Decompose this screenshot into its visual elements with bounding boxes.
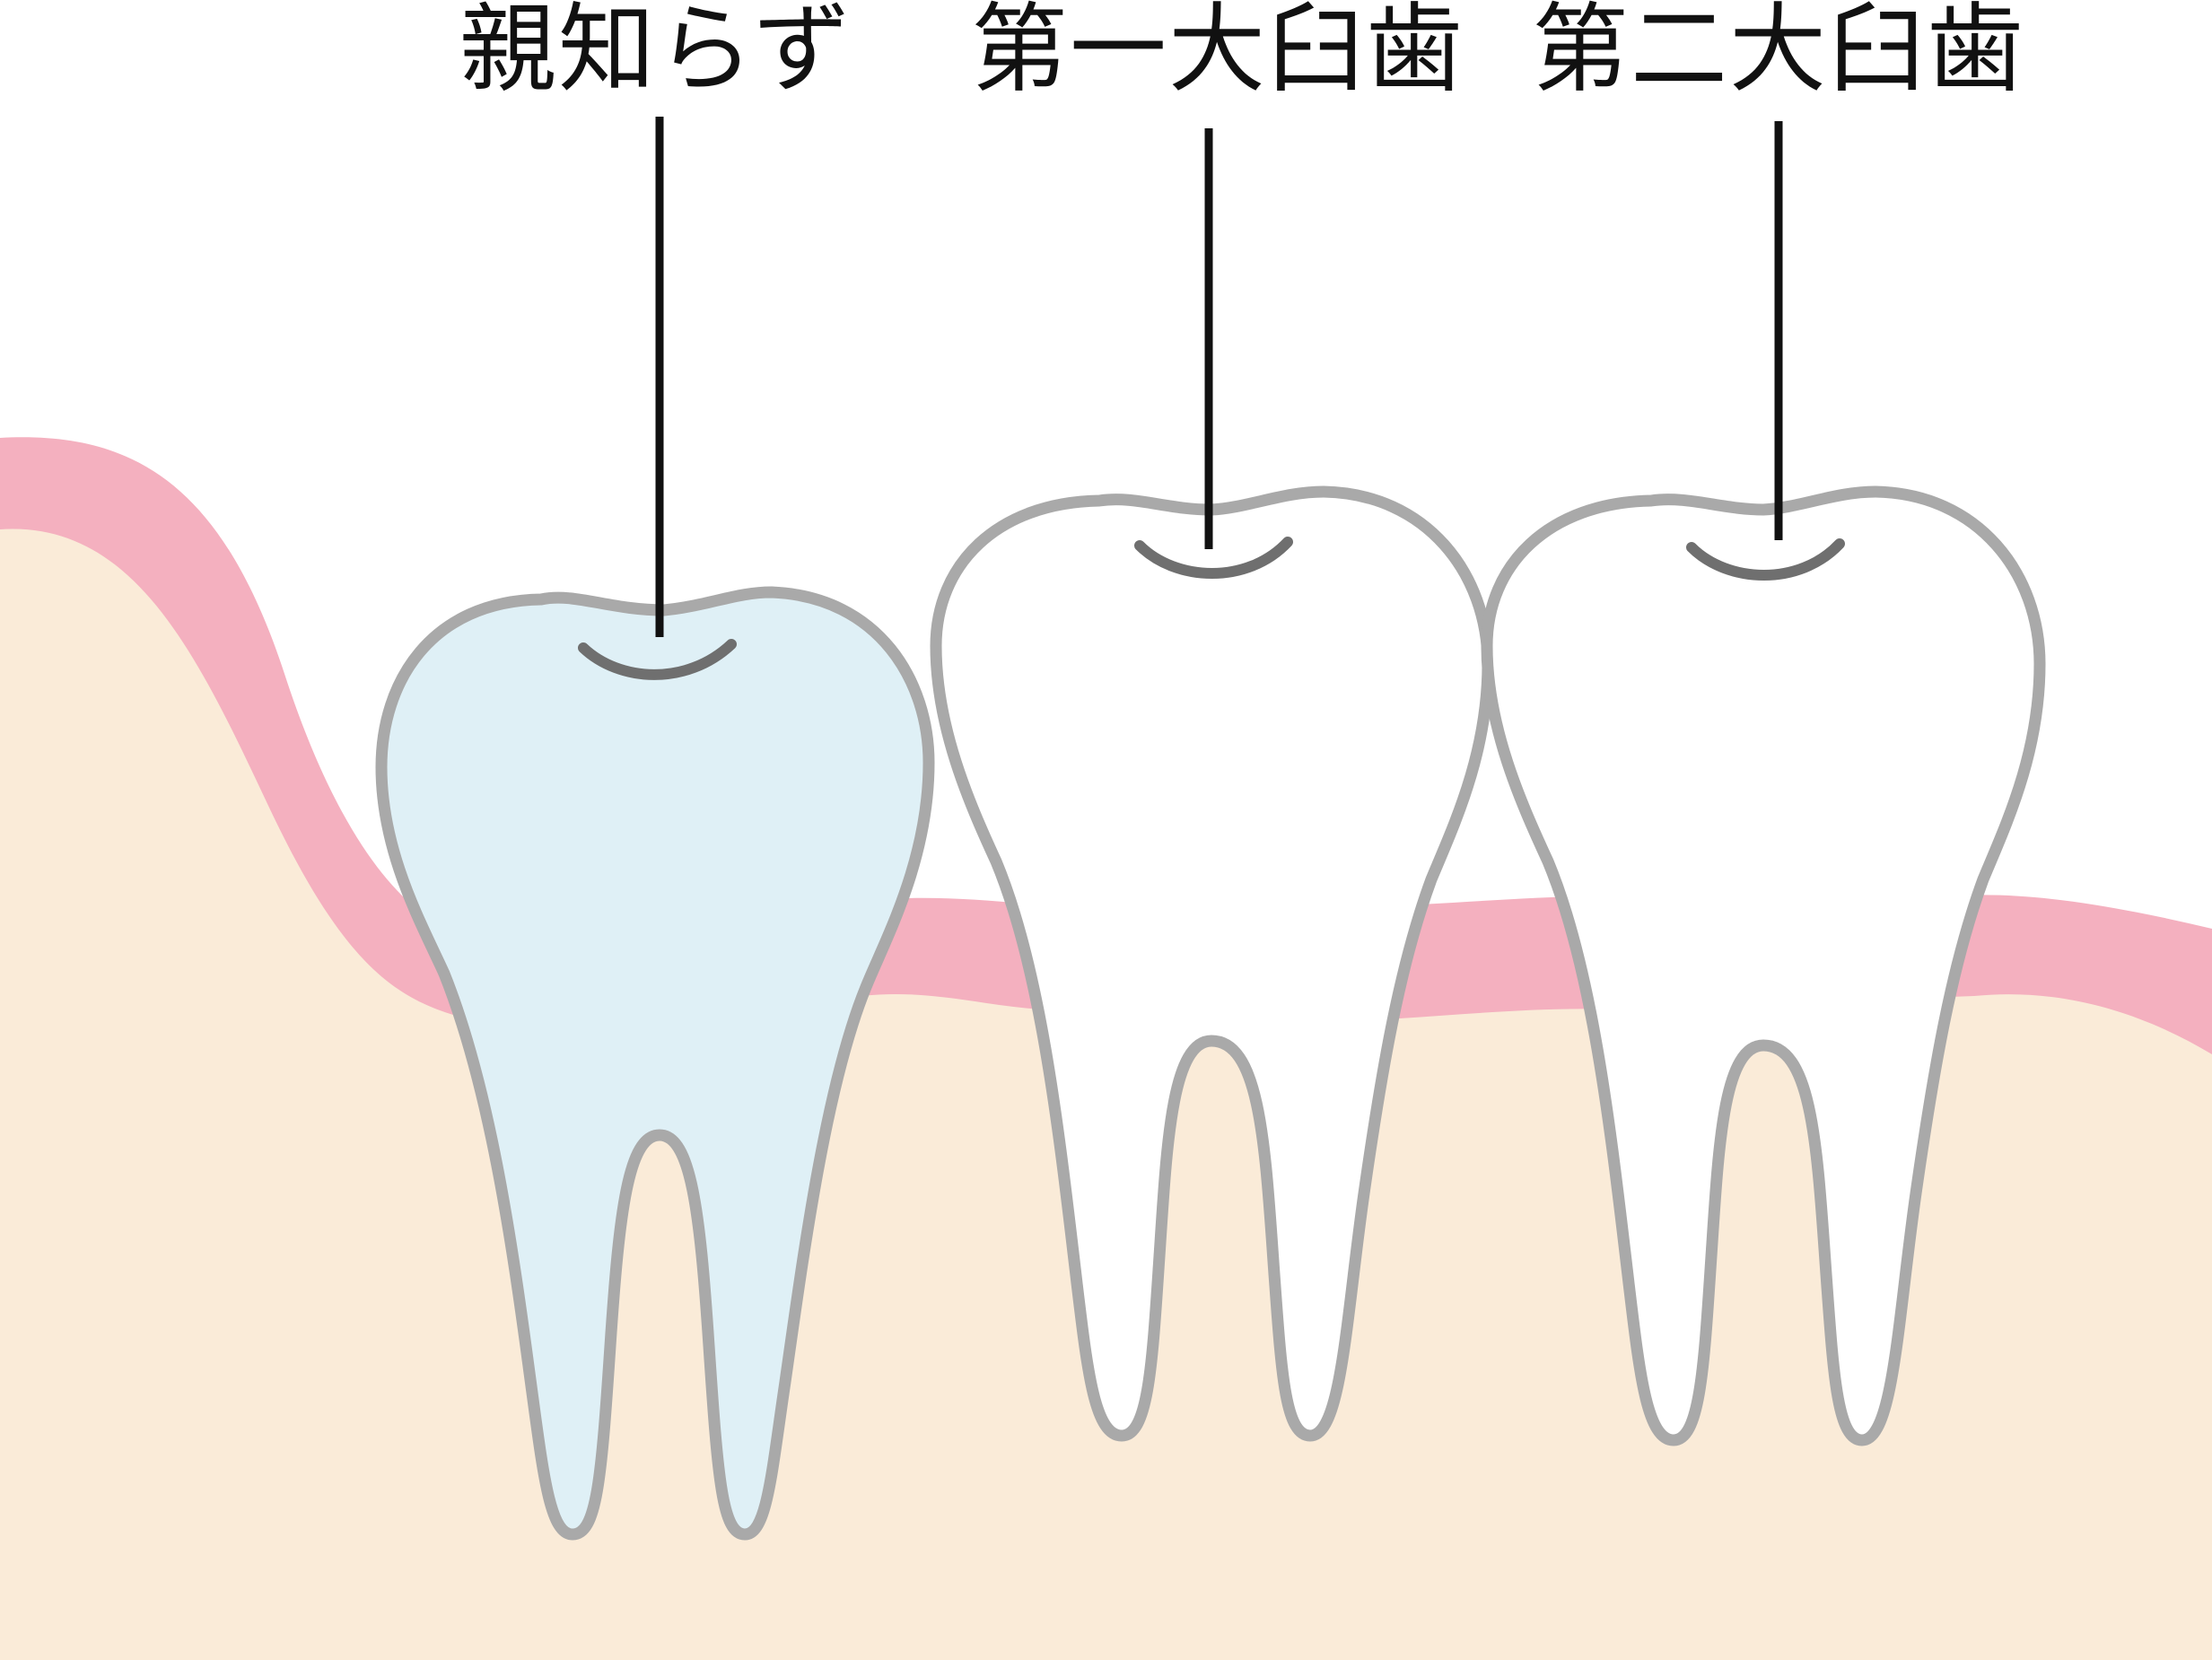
second-molar-label: 第二大臼歯 <box>1532 0 2026 106</box>
first-molar-groove <box>1134 537 1293 579</box>
second-molar-body <box>1481 485 2046 1446</box>
second-molar-groove <box>1686 538 1845 581</box>
wisdom-tooth-label: 親知らず <box>459 0 852 106</box>
second-molar-icon <box>1481 485 2046 1446</box>
wisdom-tooth-body <box>375 586 935 1541</box>
wisdom-tooth-groove <box>578 639 737 680</box>
first-molar-label: 第一大臼歯 <box>971 0 1465 106</box>
first-molar-icon <box>930 485 1494 1442</box>
first-molar-body <box>930 485 1494 1442</box>
wisdom-tooth-icon <box>375 586 935 1541</box>
